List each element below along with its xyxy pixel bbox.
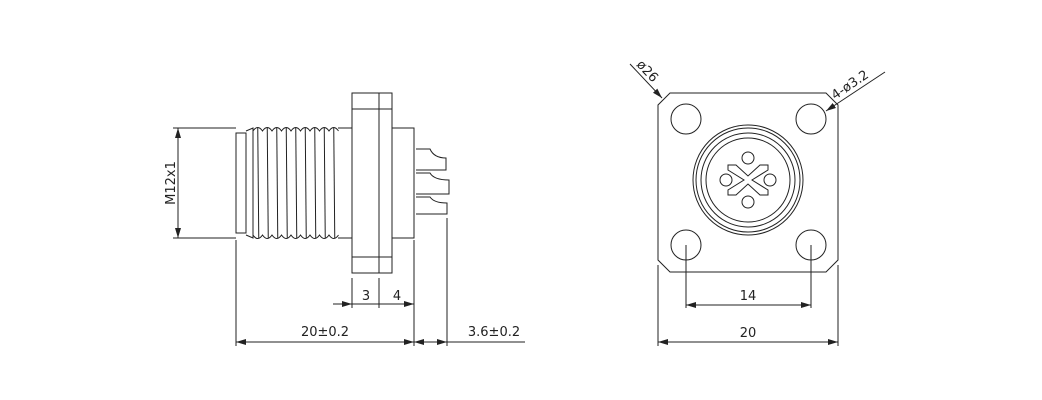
rear-body	[391, 127, 415, 239]
thread-crest	[257, 127, 260, 239]
socket-ring	[700, 132, 796, 228]
pin-contacts	[719, 151, 777, 209]
front-cap	[235, 132, 247, 234]
socket-insert	[705, 137, 791, 223]
thread-profile	[252, 127, 339, 132]
side-view: M12x1 3 4 20±0.2 3.6±0.2	[164, 92, 525, 346]
width-label: 20	[740, 326, 757, 341]
pin	[416, 196, 448, 215]
pin-length-label: 3.6±0.2	[468, 325, 520, 340]
cap-ring	[245, 127, 254, 239]
thread-crest	[266, 127, 269, 239]
pin	[416, 172, 450, 195]
socket-ring	[695, 127, 801, 233]
body-neck	[338, 127, 352, 239]
socket-outer	[692, 124, 804, 236]
mounting-hole	[670, 103, 702, 135]
thread-crest	[276, 127, 279, 239]
thread-crest	[323, 127, 326, 239]
pin	[416, 148, 447, 171]
thread-crest	[304, 127, 307, 239]
thread-crest	[314, 127, 317, 239]
flange-square	[657, 92, 839, 273]
diagonal-label: ø26	[633, 57, 661, 85]
thread-crest	[295, 127, 298, 239]
total-length-label: 20±0.2	[301, 325, 349, 340]
thread-profile	[252, 234, 339, 239]
hole-spacing-label: 14	[740, 289, 757, 304]
leader-line	[825, 71, 886, 112]
thread-label: M12x1	[164, 161, 179, 205]
leader-line	[629, 63, 663, 99]
thread-crest	[333, 127, 336, 239]
flange	[351, 92, 393, 274]
mounting-hole	[795, 103, 827, 135]
coding-key	[727, 164, 769, 196]
front-view: ø26 4-ø3.2 14 20	[629, 57, 886, 346]
thread	[252, 127, 339, 239]
flange-thickness-label: 3	[362, 289, 370, 304]
rear-length-label: 4	[393, 289, 401, 304]
thread-crest	[285, 127, 288, 239]
